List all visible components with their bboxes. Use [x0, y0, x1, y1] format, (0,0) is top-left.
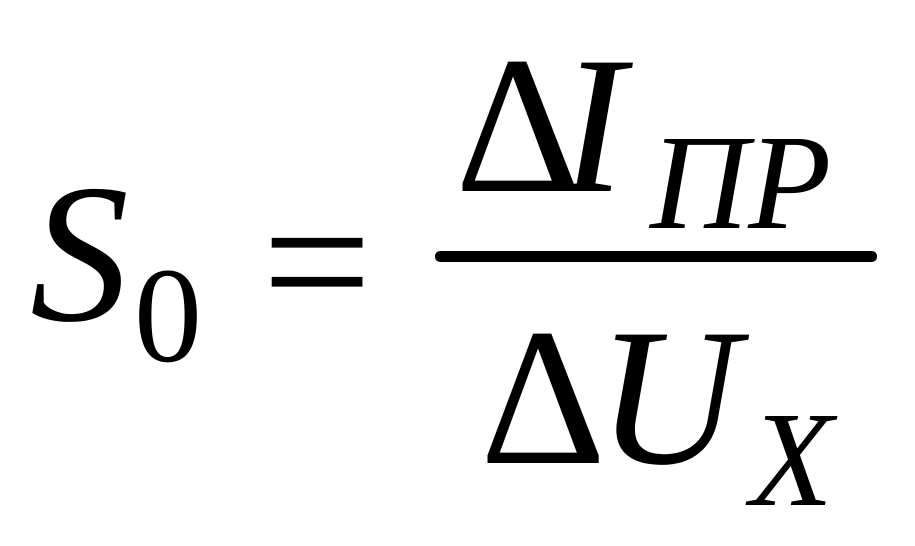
denominator-delta: Δ	[480, 289, 607, 506]
lhs-symbol: S	[30, 144, 129, 363]
numerator-subscript: ПР	[650, 108, 832, 258]
lhs-subscript: 0	[134, 241, 202, 391]
equals-sign: =	[262, 154, 372, 370]
numerator-delta: Δ	[455, 17, 582, 234]
denominator-symbol: U	[597, 289, 739, 506]
denominator-subscript: X	[750, 385, 834, 535]
fraction-bar	[435, 251, 877, 262]
numerator-symbol: I	[560, 17, 626, 234]
